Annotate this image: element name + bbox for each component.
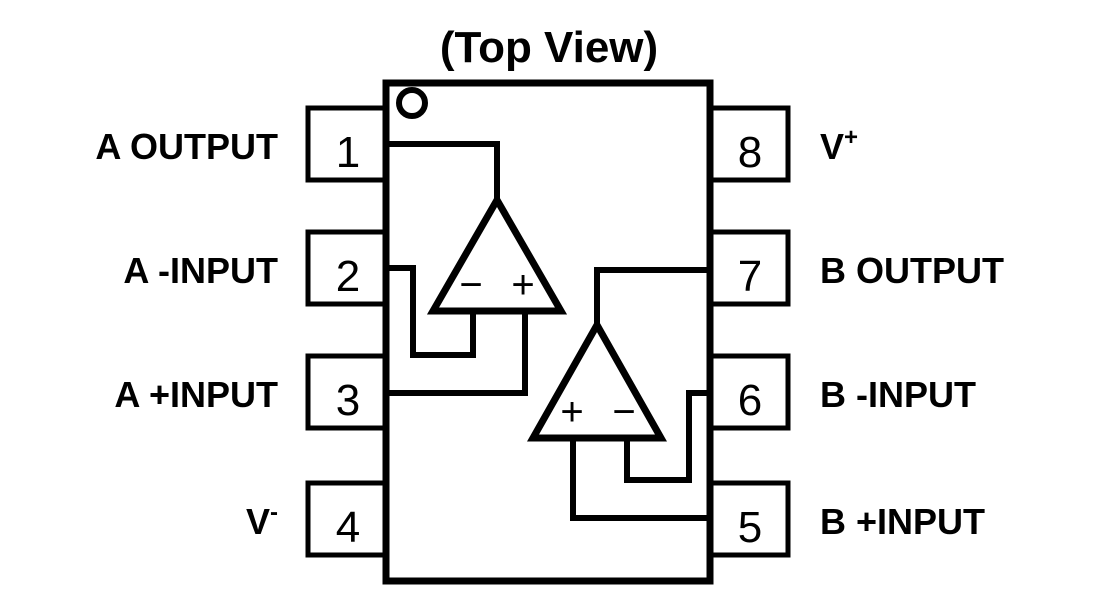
diagram-title: (Top View) xyxy=(440,23,658,72)
pin-number-2: 2 xyxy=(336,252,360,301)
pin-label-b-plus-input: B +INPUT xyxy=(820,501,985,542)
pin-label-b-minus-input: B -INPUT xyxy=(820,374,976,415)
opamp-a-plus-symbol: + xyxy=(511,263,534,307)
pin-number-6: 6 xyxy=(738,376,762,425)
opamp-b-triangle xyxy=(526,317,668,442)
pin-label-a-output: A OUTPUT xyxy=(95,126,278,167)
pin-label-v-plus: V+ xyxy=(820,124,858,167)
wire-pin3-to-opamp-a-plus xyxy=(386,310,528,396)
pin-label-v-minus: V- xyxy=(246,499,278,542)
opamp-b-plus-symbol: + xyxy=(560,390,583,434)
pin-number-7: 7 xyxy=(738,252,762,301)
wire-pin6-to-opamp-b-minus xyxy=(624,390,710,483)
pin-box-3[interactable] xyxy=(305,353,389,431)
left-label-group: A OUTPUT A -INPUT A +INPUT V- xyxy=(95,126,278,542)
opamp-a-triangle xyxy=(426,192,568,315)
pin-label-a-minus-input: A -INPUT xyxy=(123,250,278,291)
wire-pin2-to-opamp-a-minus xyxy=(386,265,476,358)
pin-box-8[interactable] xyxy=(707,105,791,183)
v-plus-base: V xyxy=(820,126,844,167)
opamp-b-minus-symbol: − xyxy=(612,390,635,434)
pin-label-b-output: B OUTPUT xyxy=(820,250,1004,291)
right-label-group: V+ B OUTPUT B -INPUT B +INPUT xyxy=(820,124,1004,542)
v-minus-base: V xyxy=(246,501,270,542)
pin-number-3: 3 xyxy=(336,376,360,425)
ic-body-outline xyxy=(382,79,714,585)
pin-box-6[interactable] xyxy=(707,353,791,431)
pin-number-8: 8 xyxy=(738,128,762,177)
pin-box-2[interactable] xyxy=(305,229,389,307)
pin-number-4: 4 xyxy=(336,503,360,552)
pin-box-1[interactable] xyxy=(305,105,389,183)
wire-pin1-to-opamp-a-output xyxy=(386,141,500,202)
wire-pin5-to-opamp-b-plus xyxy=(570,437,710,521)
left-pin-group: 1 2 3 4 xyxy=(305,105,389,558)
opamp-a-minus-symbol: − xyxy=(459,263,482,307)
v-plus-superscript: + xyxy=(844,124,858,151)
right-pin-group: 8 7 6 5 xyxy=(707,105,791,558)
pin-label-a-plus-input: A +INPUT xyxy=(114,374,278,415)
v-minus-superscript: - xyxy=(270,499,278,526)
pin-number-1: 1 xyxy=(336,128,360,177)
pin-number-5: 5 xyxy=(738,503,762,552)
wire-pin7-to-opamp-b-output xyxy=(594,267,710,327)
pin1-marker-dot-icon xyxy=(396,87,428,119)
